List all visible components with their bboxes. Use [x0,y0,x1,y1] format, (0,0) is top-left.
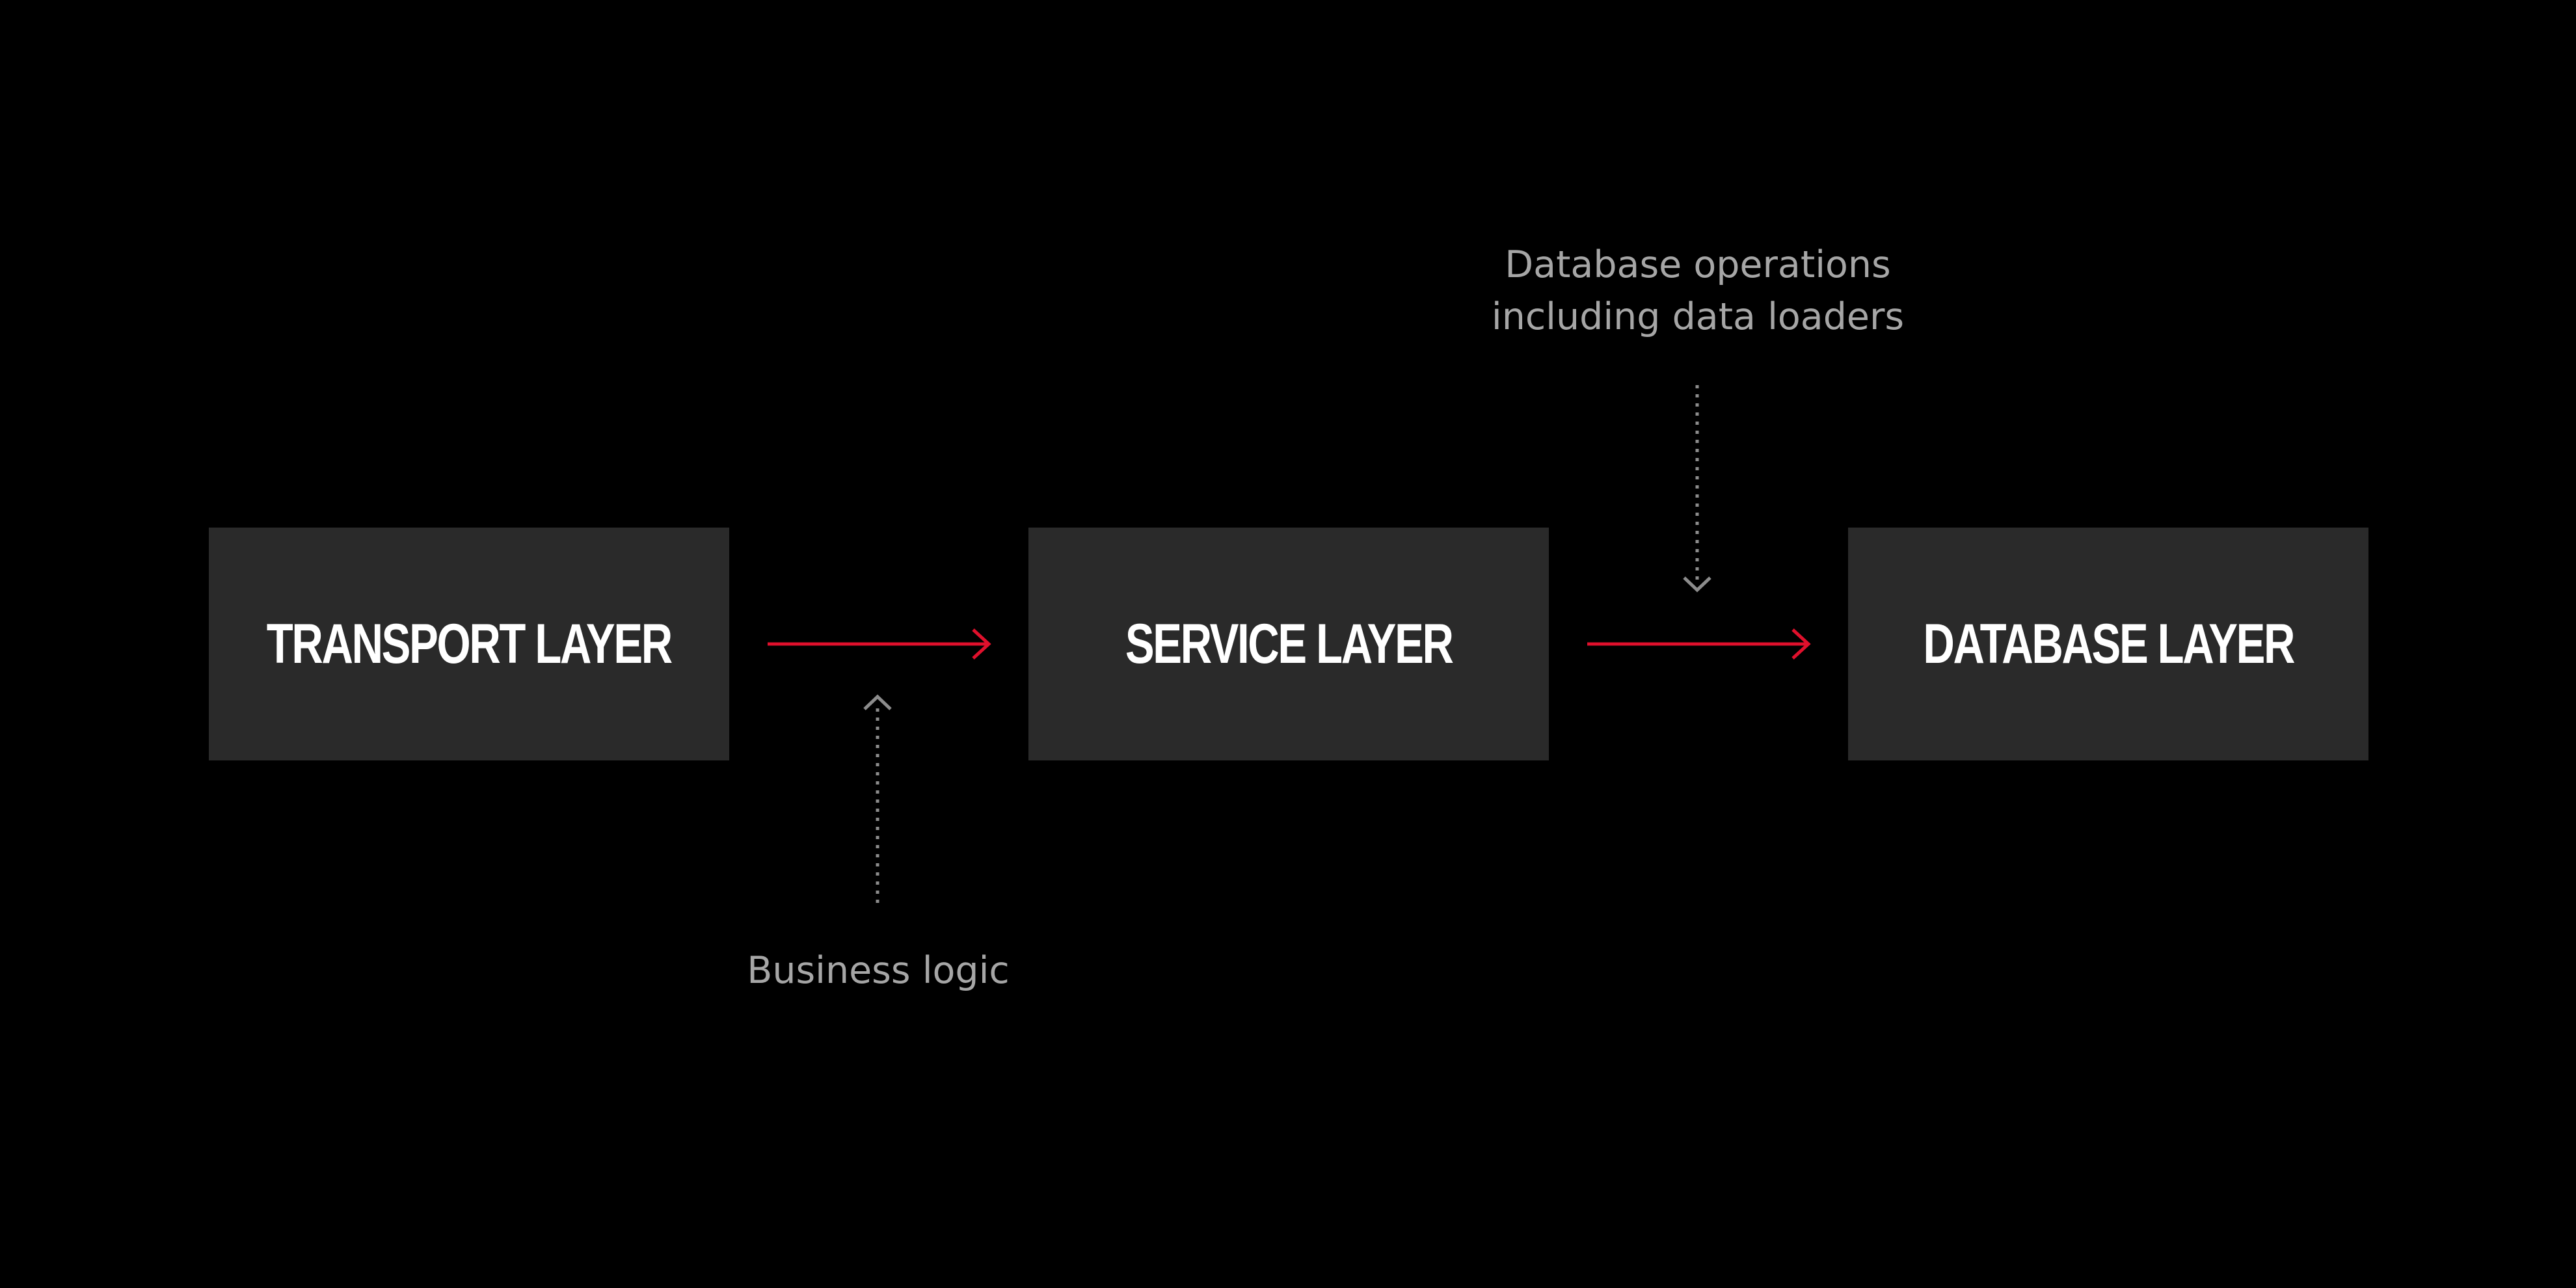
database-layer-label: DATABASE LAYER [1923,612,2295,675]
arrow-service-to-database-head [1791,628,1811,660]
database-operations-note: Database operations including data loade… [1438,239,1958,343]
service-layer-box: SERVICE LAYER [1028,528,1549,760]
annotation-arrow-business-logic [863,694,892,903]
arrow-service-to-database [1587,628,1811,660]
service-layer-label: SERVICE LAYER [1125,612,1454,675]
annotation-arrow-database-ops-head [1683,576,1711,593]
transport-layer-box: TRANSPORT LAYER [209,528,729,760]
database-layer-box: DATABASE LAYER [1848,528,2368,760]
database-operations-note-line1: Database operations [1505,243,1891,286]
annotation-arrow-business-logic-head [863,694,892,710]
annotation-arrow-database-ops [1683,385,1711,593]
arrow-transport-to-service-head [972,628,991,660]
arrow-transport-to-service [768,628,991,660]
business-logic-note: Business logic [747,949,1010,992]
transport-layer-label: TRANSPORT LAYER [266,612,673,675]
database-operations-note-line2: including data loaders [1491,295,1905,338]
